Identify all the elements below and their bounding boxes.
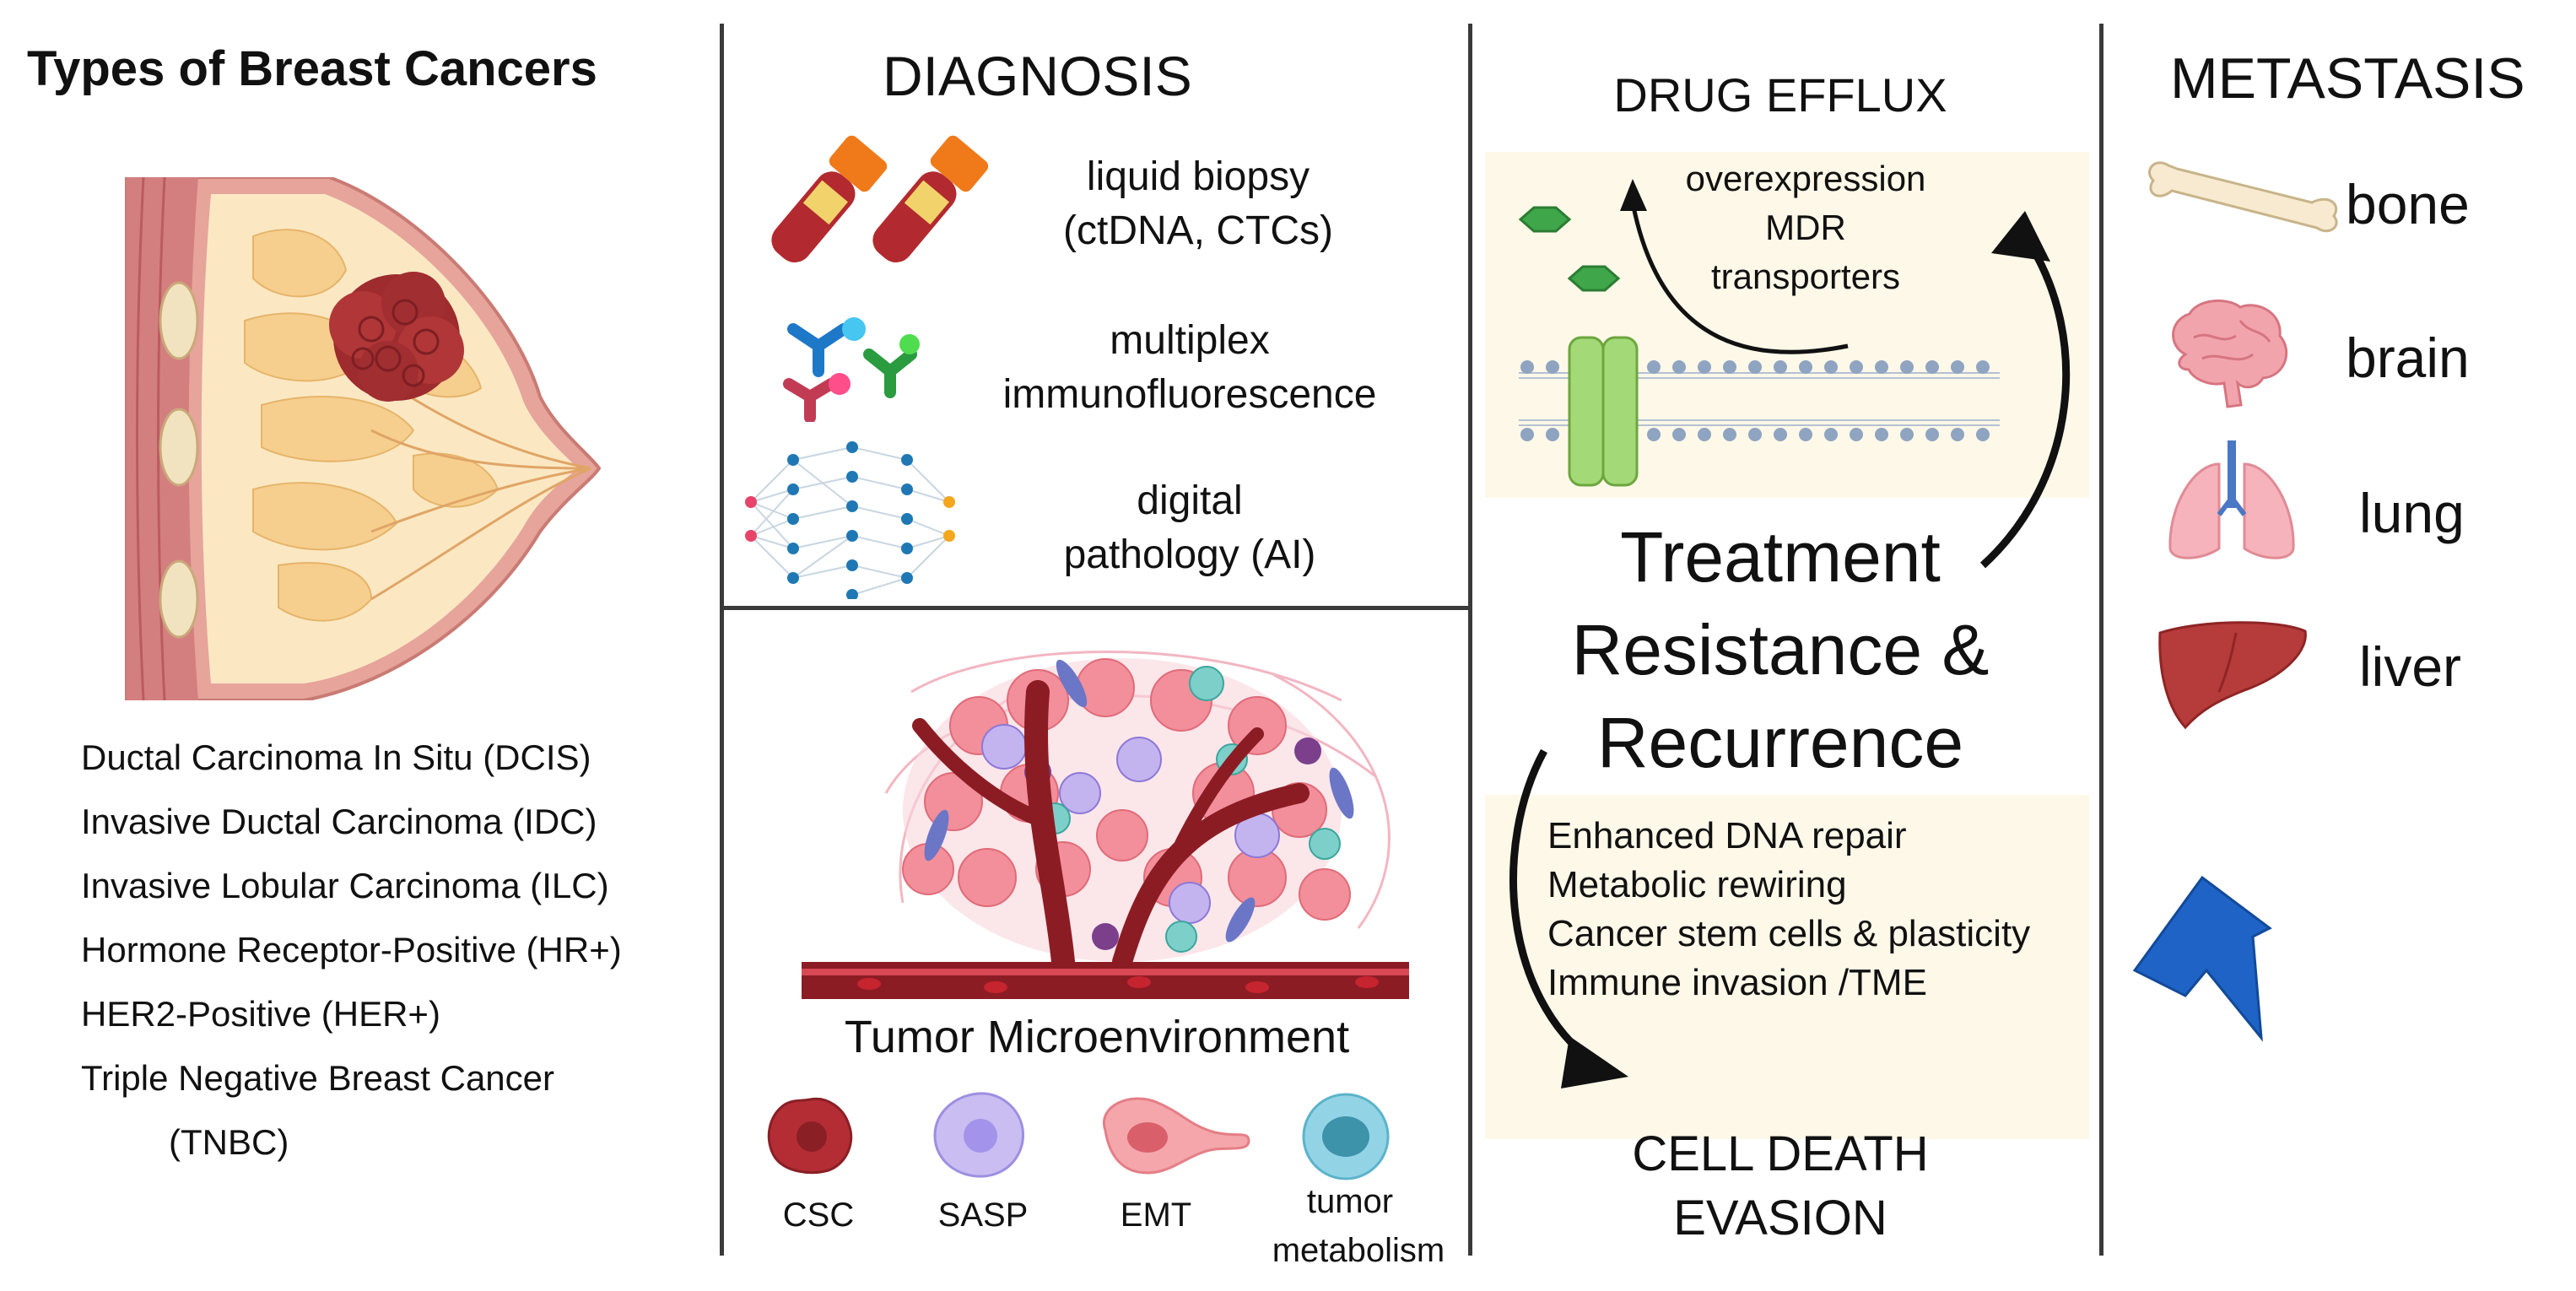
curved-arrow-down (1509, 748, 1628, 1088)
type-item-tnbc: Triple Negative Breast Cancer (81, 1058, 555, 1098)
legend-metabolism: metabolism (1272, 1232, 1445, 1269)
neural-network-icon (745, 441, 955, 599)
blood-tubes-icon (771, 135, 989, 263)
center-title-line1: Treatment (1620, 517, 1941, 597)
mechanism-dna-repair: Enhanced DNA repair (1547, 815, 1907, 856)
type-item-hr: Hormone Receptor-Positive (HR+) (81, 930, 622, 970)
emt-icon (1102, 1097, 1250, 1175)
sasp-icon (933, 1092, 1024, 1178)
lipid-bilayer (1519, 336, 2000, 487)
liquid-biopsy-label-1: liquid biopsy (1086, 154, 1310, 199)
divider-right (2099, 24, 2103, 1256)
tumor-microenvironment-illustration (802, 651, 1409, 999)
digital-pathology-label-1: digital (1137, 478, 1243, 523)
site-bone: bone (2346, 173, 2470, 235)
csc-icon (767, 1097, 853, 1175)
divider-horizontal (724, 606, 1468, 610)
efflux-label-3: transporters (1710, 257, 1901, 296)
drug-efflux-title: DRUG EFFLUX (1613, 68, 1947, 122)
membrane-transporter-illustration (1518, 179, 1849, 354)
breast-illustration (125, 177, 602, 700)
metastasis-arrow-icon (2132, 875, 2272, 1042)
center-title-line2: Resistance & (1571, 610, 1990, 689)
type-item-tnbc-abbr: (TNBC) (169, 1122, 289, 1162)
cell-death-line1: CELL DEATH (1632, 1126, 1929, 1181)
curved-arrow-up (1979, 211, 2071, 569)
cell-death-line2: EVASION (1673, 1191, 1887, 1245)
tme-title: Tumor Microenvironment (844, 1012, 1350, 1062)
type-item-ilc: Invasive Lobular Carcinoma (ILC) (81, 866, 609, 905)
lung-icon (2168, 440, 2295, 559)
type-item-her2: HER2-Positive (HER+) (81, 994, 440, 1034)
site-lung: lung (2359, 482, 2465, 544)
digital-pathology-label-2: pathology (AI) (1063, 532, 1316, 577)
site-brain: brain (2346, 327, 2470, 389)
antibodies-icon (783, 317, 920, 422)
liver-icon (2158, 621, 2307, 730)
type-item-dcis: Ductal Carcinoma In Situ (DCIS) (81, 737, 591, 777)
liquid-biopsy-label-2: (ctDNA, CTCs) (1063, 208, 1333, 253)
legend-sasp: SASP (937, 1196, 1029, 1234)
brain-icon (2172, 299, 2288, 408)
efflux-label-1: overexpression (1685, 159, 1926, 198)
types-title: Types of Breast Cancers (27, 41, 597, 96)
mechanism-metabolic: Metabolic rewiring (1547, 864, 1847, 905)
mechanism-stem-cells: Cancer stem cells & plasticity (1547, 913, 2031, 954)
legend-emt: EMT (1120, 1196, 1192, 1234)
legend-csc: CSC (782, 1196, 855, 1234)
multiplex-label-1: multiplex (1110, 318, 1270, 363)
center-title-line3: Recurrence (1596, 703, 1964, 782)
legend-tumor: tumor (1306, 1183, 1394, 1220)
diagnosis-title: DIAGNOSIS (883, 45, 1192, 107)
tumor-metabolism-icon (1302, 1093, 1390, 1180)
divider-left (720, 24, 724, 1256)
multiplex-label-2: immunofluorescence (1002, 372, 1377, 417)
metastasis-title: METASTASIS (2170, 46, 2525, 111)
mechanism-immune: Immune invasion /TME (1547, 962, 1927, 1003)
divider-middle (1468, 24, 1472, 1256)
efflux-label-2: MDR (1765, 208, 1846, 247)
site-liver: liver (2359, 635, 2462, 698)
type-item-idc: Invasive Ductal Carcinoma (IDC) (81, 802, 597, 841)
bone-icon (2148, 161, 2338, 233)
